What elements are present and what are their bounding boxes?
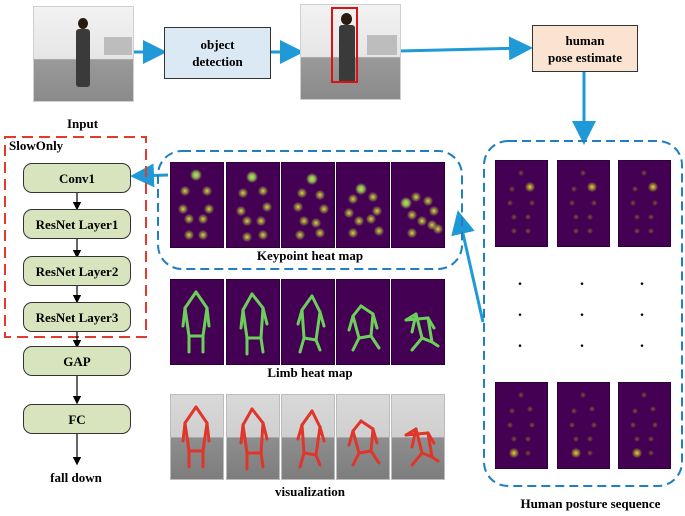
sequence-label: Human posture sequence <box>520 496 661 511</box>
limb-heatmap <box>391 279 445 365</box>
ellipsis-dot: . <box>580 334 584 351</box>
gap-block: GAP <box>23 346 131 376</box>
ellipsis-dot: . <box>580 272 584 289</box>
limb-label: Limb heat map <box>267 365 353 380</box>
keypoint-heatmap <box>391 162 445 248</box>
ellipsis-dot: . <box>518 272 522 289</box>
ellipsis-dot: . <box>580 303 584 320</box>
ellipsis-dot: . <box>640 303 644 320</box>
resnet-layer2-block: ResNet Layer2 <box>23 256 131 286</box>
ellipsis-dot: . <box>640 334 644 351</box>
resnet-layer2-label: ResNet Layer2 <box>35 263 119 279</box>
ellipsis-dot: . <box>518 334 522 351</box>
resnet-layer3-block: ResNet Layer3 <box>23 302 131 332</box>
keypoint-heatmap <box>281 162 335 248</box>
input-image <box>33 6 134 102</box>
limb-heatmap <box>226 279 280 365</box>
visualization-frame <box>391 394 445 480</box>
gap-label: GAP <box>63 353 91 369</box>
keypoint-heatmap <box>170 162 224 248</box>
arrow-keypoint-to-conv1 <box>130 163 169 188</box>
fc-label: FC <box>68 411 86 427</box>
visualization-frame <box>281 394 335 480</box>
ellipsis-dot: . <box>640 272 644 289</box>
limb-heatmap <box>336 279 390 365</box>
slowonly-frame <box>4 136 147 338</box>
resnet-layer3-label: ResNet Layer3 <box>35 309 119 325</box>
sequence-heatmap <box>618 160 671 247</box>
sequence-heatmap <box>495 160 548 247</box>
visualization-frame <box>226 394 280 480</box>
slowonly-label: SlowOnly <box>9 138 64 153</box>
bounding-box <box>331 7 358 83</box>
detection-result-image <box>300 4 401 100</box>
visualization-label: visualization <box>274 484 346 499</box>
pose-estimate-box: human pose estimate <box>532 25 638 72</box>
object-detection-label: object detection <box>192 37 243 69</box>
pose-estimate-label: human pose estimate <box>547 32 622 65</box>
keypoint-group-frame <box>157 150 463 270</box>
input-label: Input <box>66 116 99 131</box>
sequence-group-frame <box>483 140 683 487</box>
sequence-heatmap <box>557 382 610 469</box>
visualization-frame <box>336 394 390 480</box>
output-label: fall down <box>50 470 102 485</box>
keypoint-heatmap <box>336 162 390 248</box>
resnet-layer1-label: ResNet Layer1 <box>35 216 119 232</box>
conv1-block: Conv1 <box>23 163 131 193</box>
keypoint-label: Keypoint heat map <box>256 248 364 263</box>
conv1-label: Conv1 <box>58 170 96 186</box>
sequence-heatmap <box>495 382 548 469</box>
keypoint-heatmap <box>226 162 280 248</box>
sequence-heatmap <box>618 382 671 469</box>
limb-heatmap <box>170 279 224 365</box>
fc-block: FC <box>23 404 131 434</box>
ellipsis-dot: . <box>518 303 522 320</box>
arrow-result-to-pose <box>398 36 533 61</box>
resnet-layer1-block: ResNet Layer1 <box>23 209 131 239</box>
object-detection-box: object detection <box>164 27 271 79</box>
visualization-frame <box>170 394 224 480</box>
sequence-heatmap <box>557 160 610 247</box>
limb-heatmap <box>281 279 335 365</box>
